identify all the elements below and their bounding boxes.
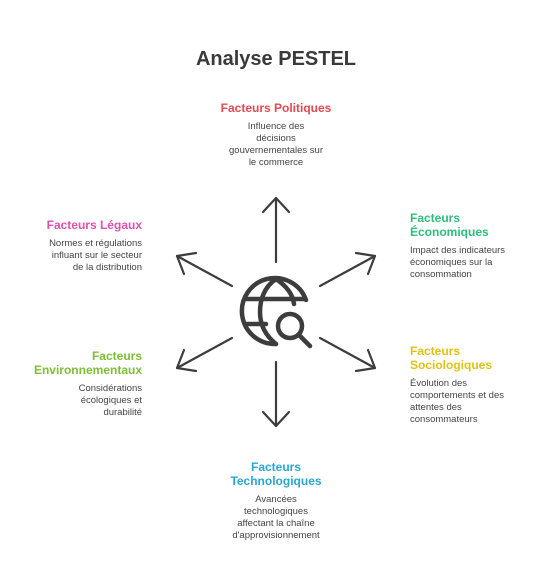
- factor-environnemental-desc: Considérations écologiques et durabilité: [78, 383, 142, 418]
- factor-economique-heading: Facteurs Économiques: [410, 211, 489, 239]
- arrow-upper-right: [318, 251, 377, 288]
- factor-environnemental: Facteurs Environnementaux Considérations…: [8, 349, 142, 419]
- factor-sociologique-heading: Facteurs Sociologiques: [410, 344, 493, 372]
- arrow-lower-right: [318, 336, 377, 373]
- factor-environnemental-heading: Facteurs Environnementaux: [33, 349, 142, 377]
- factor-technologique-heading: Facteurs Technologiques: [230, 460, 322, 488]
- factor-politique: Facteurs Politiques Influence des décisi…: [196, 101, 356, 169]
- factor-sociologique: Facteurs Sociologiques Évolution des com…: [410, 344, 545, 426]
- factor-economique: Facteurs Économiques Impact des indicate…: [410, 211, 545, 281]
- arrow-down: [261, 360, 291, 428]
- factor-sociologique-desc: Évolution des comportements et des atten…: [410, 378, 504, 425]
- factor-legal-heading: Facteurs Légaux: [46, 218, 142, 232]
- factor-technologique-desc: Avancées technologiques affectant la cha…: [232, 494, 320, 541]
- diagram-title: Analyse PESTEL: [195, 48, 357, 70]
- factor-politique-desc: Influence des décisions gouvernementales…: [229, 121, 323, 168]
- factor-technologique: Facteurs Technologiques Avancées technol…: [196, 460, 356, 542]
- arrow-lower-left: [175, 336, 234, 373]
- factor-legal: Facteurs Légaux Normes et régulations in…: [8, 218, 142, 274]
- globe-search-icon: [239, 275, 313, 349]
- factor-legal-desc: Normes et régulations influant sur le se…: [49, 238, 142, 273]
- arrow-up: [261, 196, 291, 264]
- arrow-upper-left: [175, 251, 234, 288]
- factor-economique-desc: Impact des indicateurs économiques sur l…: [410, 245, 506, 280]
- factor-politique-heading: Facteurs Politiques: [220, 101, 332, 115]
